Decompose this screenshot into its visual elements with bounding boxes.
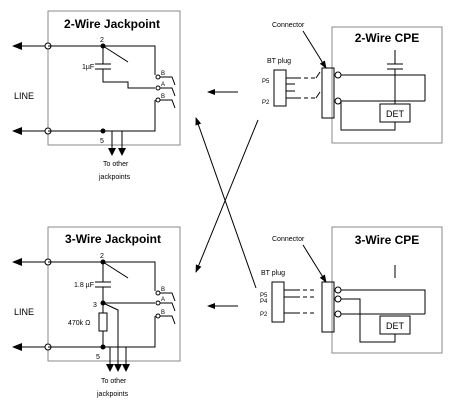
connector-label-bottom: Connector (272, 236, 305, 243)
switch-label: B (161, 287, 165, 293)
switch-spring (160, 87, 176, 97)
arrow-down-icon (114, 364, 122, 372)
switch-contact (155, 74, 161, 80)
switch-contact (155, 97, 161, 103)
jackpoint-title-top: 2-Wire Jackpoint (64, 17, 160, 31)
switch-label: B (161, 71, 165, 77)
connector-terminal (334, 71, 342, 79)
wire-b-leg (48, 316, 156, 348)
resistor-label-bottom: 470k Ω (68, 320, 90, 327)
diag-wire (102, 45, 129, 63)
pin-label: P4 (260, 299, 268, 305)
jackpoints-label-bottom: jackpoints (96, 391, 129, 398)
det-label-bottom: DET (386, 321, 405, 331)
arrow-down-icon (106, 364, 114, 372)
jackpoints-label-top: jackpoints (98, 174, 131, 181)
switch-contact (155, 290, 161, 296)
plug-contact (315, 71, 321, 99)
line-label-top: LINE (14, 91, 34, 101)
resistor (98, 312, 108, 332)
cpe-title-top: 2-Wire CPE (355, 31, 420, 45)
node-label-bottom-2: 2 (100, 253, 104, 260)
three-wire-cpe: 3-Wire CPE Connector BT plug P5 P4 P2 DE… (260, 226, 443, 354)
bell-bus-wire (102, 302, 119, 366)
jackpoint-box-top (47, 10, 181, 146)
connector-terminal (334, 97, 342, 105)
cpe-return-wire (340, 101, 396, 131)
switch-spring (160, 292, 176, 302)
node-dot (100, 344, 106, 350)
arrow-down-icon (122, 364, 130, 372)
connector-terminal (334, 295, 342, 303)
wire-a-leg (48, 45, 156, 75)
node-label-top-5: 5 (100, 138, 104, 145)
arrow-left-icon (12, 258, 22, 266)
plug-body-bottom (271, 281, 285, 323)
switch-label: B (161, 310, 165, 316)
bell-wire (102, 69, 155, 89)
connector-pointer (302, 30, 327, 69)
plug-label-bottom: BT plug (261, 270, 285, 277)
cross-arrow-down (195, 119, 259, 273)
capacitor-label-top: 1µF (82, 64, 94, 71)
plug-label-top: BT plug (267, 58, 291, 65)
connector-label-top: Connector (272, 22, 305, 29)
three-wire-jackpoint: 3-Wire Jackpoint LINE 2 3 5 1.8 µF 470k … (12, 226, 181, 398)
two-wire-jackpoint: 2-Wire Jackpoint LINE 2 5 1µF (12, 10, 181, 181)
pin-label: P2 (262, 100, 270, 106)
switch-contact (155, 300, 161, 306)
switch-spring (160, 76, 176, 86)
cpe-wire (341, 289, 426, 314)
cpe-wire (341, 74, 426, 101)
arrow-left-icon (12, 127, 22, 135)
cpe-box-bottom (331, 226, 443, 354)
connector-block-top (321, 67, 335, 119)
arrow-left-icon (12, 42, 22, 50)
jackpoint-title-bottom: 3-Wire Jackpoint (65, 232, 161, 246)
node-label-bottom-3: 3 (93, 302, 97, 309)
connector-pointer (302, 244, 327, 283)
diag-wire (102, 261, 129, 279)
flow-arrows (195, 89, 259, 309)
arrow-left-icon (12, 343, 22, 351)
jackpoint-box-bottom (47, 226, 181, 362)
node-dot (100, 128, 106, 134)
switch-spring (160, 99, 176, 109)
switch-label: A (161, 297, 165, 303)
switch-contact (155, 85, 161, 91)
to-other-label-bottom: To other (101, 378, 127, 385)
line-label-bottom: LINE (14, 307, 34, 317)
node-label-top-2: 2 (100, 37, 104, 44)
node-label-bottom-5: 5 (96, 354, 100, 361)
plug-body-top (273, 69, 287, 107)
node-dot (100, 259, 106, 265)
connector-terminal (334, 286, 342, 294)
wire-b-leg (48, 100, 156, 132)
switch-spring (160, 315, 176, 325)
cpe-box-top (331, 26, 443, 144)
arrow-down-icon (118, 148, 126, 156)
switch-contact (155, 313, 161, 319)
cross-arrow-up (195, 117, 257, 289)
connector-terminal (334, 310, 342, 318)
to-other-label-top: To other (103, 161, 129, 168)
two-wire-cpe: 2-Wire CPE Connector BT plug P5 P2 DET (262, 22, 443, 144)
pin-label: P5 (262, 79, 270, 85)
cpe-title-bottom: 3-Wire CPE (355, 233, 420, 247)
wire-a-leg (48, 261, 156, 291)
pin-label: P2 (260, 312, 268, 318)
capacitor-label-bottom: 1.8 µF (74, 282, 94, 289)
switch-spring (160, 302, 176, 312)
cpe-return-wire (341, 298, 396, 343)
arrow-down-icon (108, 148, 116, 156)
node-dot (100, 43, 106, 49)
connector-block-bottom (321, 281, 335, 333)
switch-label: A (161, 82, 165, 88)
switch-label: B (161, 94, 165, 100)
node-dot (100, 300, 106, 306)
pin-label: P5 (260, 293, 268, 299)
det-label-top: DET (386, 109, 405, 119)
